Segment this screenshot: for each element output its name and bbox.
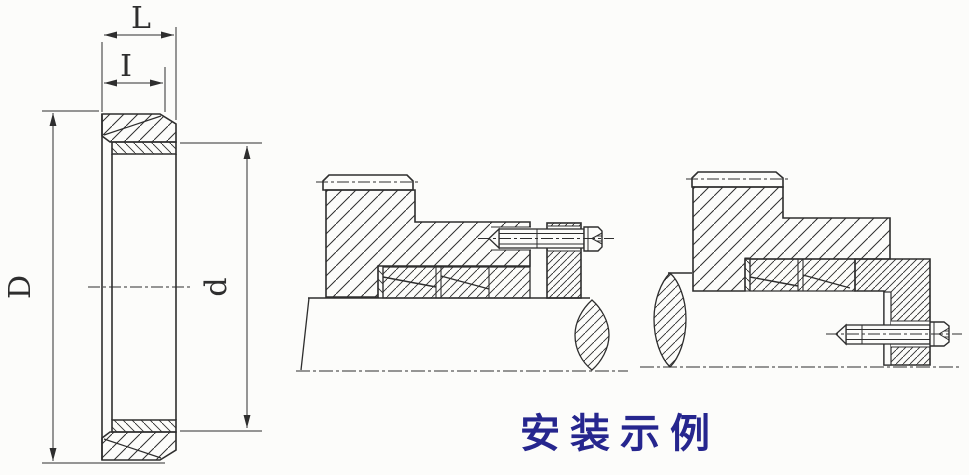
taper-locking-rings bbox=[377, 265, 531, 299]
hub-body bbox=[325, 189, 531, 298]
shaft bbox=[296, 297, 628, 372]
hub-boss bbox=[691, 171, 784, 188]
dimension-L bbox=[101, 27, 177, 120]
dim-label-L: L bbox=[131, 1, 151, 36]
dimension-I bbox=[104, 67, 166, 112]
shaft bbox=[640, 272, 962, 368]
socket-head-bolt bbox=[826, 321, 962, 347]
installation-view-shaft-end bbox=[640, 171, 962, 368]
shaft-break-end bbox=[574, 299, 610, 371]
caption-installation-example: 安装示例 bbox=[520, 410, 720, 457]
taper-ring-part bbox=[88, 113, 192, 461]
dimension-D bbox=[42, 110, 165, 464]
left-section-view: L I D d bbox=[3, 1, 262, 464]
taper-locking-rings bbox=[744, 257, 856, 292]
locking-collar bbox=[854, 258, 931, 366]
shaft-break-end bbox=[653, 272, 687, 368]
installation-view-mid-shaft bbox=[296, 174, 628, 372]
hub-boss bbox=[322, 174, 414, 191]
dimension-d bbox=[180, 142, 262, 432]
socket-head-bolt bbox=[478, 226, 614, 252]
dim-label-d: d bbox=[199, 277, 234, 296]
dim-label-I: I bbox=[120, 49, 132, 84]
dim-label-D: D bbox=[3, 275, 38, 299]
